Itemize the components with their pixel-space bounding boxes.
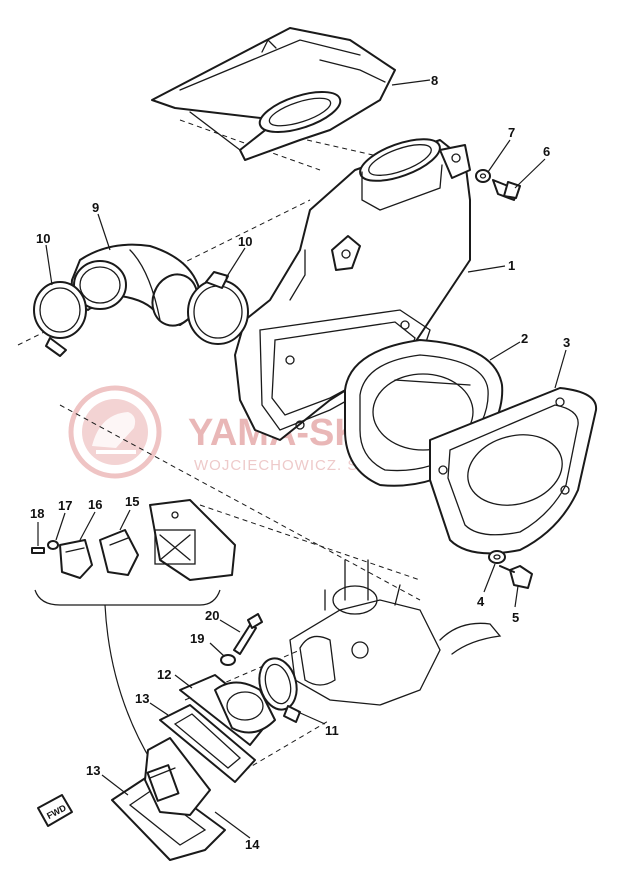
part-4-washer <box>488 550 506 564</box>
callout-20: 20 <box>205 608 219 623</box>
part-17-screw <box>47 540 59 550</box>
callout-12: 12 <box>157 667 171 682</box>
part-10-clamp-right <box>187 271 249 345</box>
callout-17: 17 <box>58 498 72 513</box>
part-3-filter-cover <box>429 387 598 555</box>
callouts: 1 2 3 4 5 6 7 8 9 10 10 11 12 13 13 14 1… <box>30 73 570 852</box>
part-5-bolt <box>499 565 533 589</box>
callout-10-left: 10 <box>36 231 50 246</box>
part-12-manifold <box>179 674 276 746</box>
part-6-bolt <box>492 179 521 201</box>
callout-6: 6 <box>543 144 550 159</box>
part-14-reed-valve-body <box>144 737 211 816</box>
callout-19: 19 <box>190 631 204 646</box>
part-15-reed-plate <box>99 529 139 576</box>
callout-15: 15 <box>125 494 139 509</box>
callout-10-right: 10 <box>238 234 252 249</box>
watermark-logo-icon <box>68 385 162 479</box>
callout-4: 4 <box>477 594 485 609</box>
part-10-clamp-left <box>33 281 87 357</box>
callout-5: 5 <box>512 610 519 625</box>
part-11-carb-clamp <box>258 657 301 723</box>
part-8-air-cleaner-cover <box>151 27 396 161</box>
part-9-joint-hose <box>70 243 201 327</box>
part-19-washer <box>220 654 236 666</box>
part-20-bolt <box>233 613 263 655</box>
callout-8: 8 <box>431 73 438 88</box>
part-16-reed-stopper <box>59 539 93 579</box>
fwd-arrow-icon: FWD <box>37 794 73 827</box>
part-13-gasket-lower <box>111 774 226 861</box>
callout-13-lower: 13 <box>86 763 100 778</box>
callout-13-upper: 13 <box>135 691 149 706</box>
carburetor <box>289 559 502 706</box>
leader-lines <box>37 79 567 839</box>
reed-group-bracket <box>34 589 221 606</box>
part-18-screw <box>31 547 45 554</box>
callout-1: 1 <box>508 258 515 273</box>
part-7-washer <box>475 169 491 183</box>
callout-7: 7 <box>508 125 515 140</box>
callout-9: 9 <box>92 200 99 215</box>
part-15-reed-valve-assembly <box>149 499 236 581</box>
part-1-air-cleaner-case <box>234 138 471 441</box>
callout-2: 2 <box>521 331 528 346</box>
callout-3: 3 <box>563 335 570 350</box>
callout-16: 16 <box>88 497 102 512</box>
callout-14: 14 <box>245 837 260 852</box>
callout-18: 18 <box>30 506 44 521</box>
part-13-gasket-upper <box>159 704 256 783</box>
callout-11: 11 <box>325 723 339 738</box>
